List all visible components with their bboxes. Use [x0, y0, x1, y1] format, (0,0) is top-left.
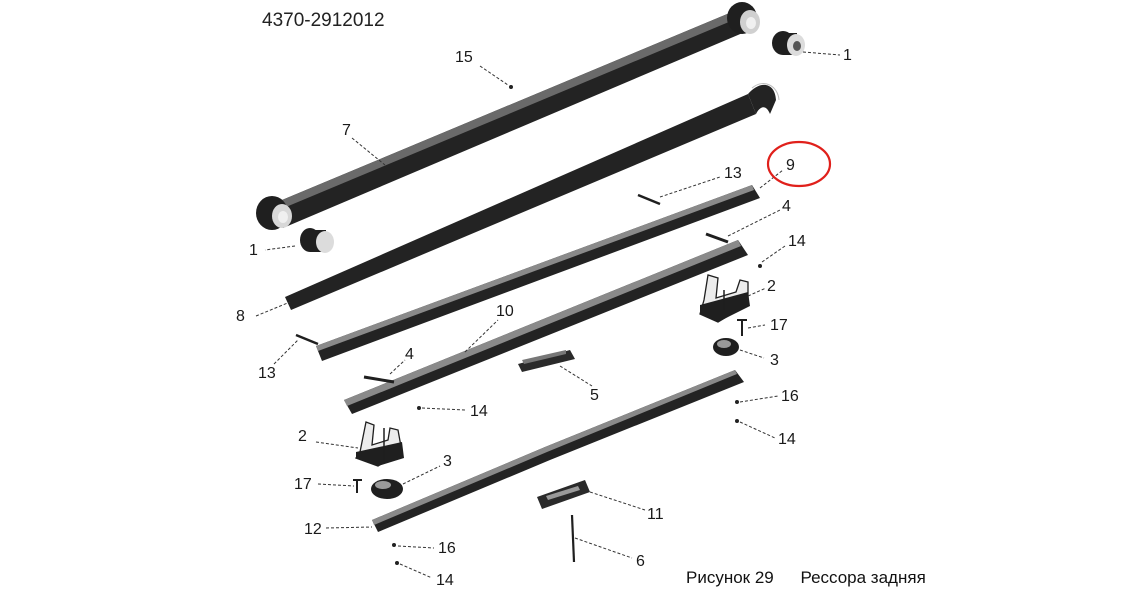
callout-16: 16: [438, 540, 456, 557]
callout-14: 14: [788, 233, 806, 250]
callout-5: 5: [590, 387, 599, 404]
callout-12: 12: [304, 521, 322, 538]
bolt-17-lower: [353, 479, 362, 493]
callout-1: 1: [843, 47, 852, 64]
leaf-9: [316, 185, 760, 361]
callout-11: 11: [647, 506, 664, 523]
bracket-lower: [355, 421, 404, 467]
callout-labels: 1 1 15 7 9 13 4 14 2 17 3 8 10 13 4 5 14…: [236, 47, 852, 589]
callout-13: 13: [258, 365, 276, 382]
callout-4: 4: [405, 346, 414, 363]
figure-title: Рессора задняя: [800, 568, 926, 587]
callout-1: 1: [249, 242, 258, 259]
clip-lower: [363, 375, 395, 384]
callout-4: 4: [782, 198, 791, 215]
callout-2: 2: [298, 428, 307, 445]
leader-lines: [255, 51, 841, 579]
leaf-8: [285, 83, 780, 310]
figure-caption: Рисунок 29 Рессора задняя: [686, 568, 926, 588]
rubber-pad-lower: [371, 479, 403, 499]
pin-13-lower: [295, 333, 319, 346]
callout-2: 2: [767, 278, 776, 295]
callout-3: 3: [443, 453, 452, 470]
callout-17: 17: [770, 317, 788, 334]
callout-17: 17: [294, 476, 312, 493]
callout-3: 3: [770, 352, 779, 369]
bushing-left: [300, 228, 334, 253]
bolt-17-upper: [737, 319, 747, 336]
clip-upper: [705, 232, 729, 244]
bracket-upper: [699, 274, 750, 323]
rubber-pad-upper: [713, 338, 739, 356]
fastener-dots: [392, 85, 762, 565]
callout-8: 8: [236, 308, 245, 325]
leaf-eye-right: [727, 2, 760, 34]
leaf-eye-left: [256, 196, 292, 230]
callout-7: 7: [342, 122, 351, 139]
callout-9: 9: [786, 157, 795, 174]
callout-14: 14: [470, 403, 488, 420]
figure-number: Рисунок 29: [686, 568, 774, 587]
clamp-11: [537, 480, 590, 509]
callout-16: 16: [781, 388, 799, 405]
callout-13: 13: [724, 165, 742, 182]
callout-15: 15: [455, 49, 473, 66]
leaf-12: [372, 370, 744, 532]
plate-5: [518, 350, 575, 372]
center-bolt-6: [570, 514, 576, 563]
drawing-number: 4370-2912012: [262, 10, 385, 31]
bushing-right: [772, 31, 805, 56]
pin-13-upper: [637, 193, 661, 206]
main-leaf-7: [270, 12, 745, 228]
callout-14: 14: [436, 572, 454, 589]
highlight-circle: [766, 140, 832, 188]
callout-14: 14: [778, 431, 796, 448]
callout-10: 10: [496, 303, 514, 320]
leaf-10: [344, 240, 748, 414]
callout-6: 6: [636, 553, 645, 570]
